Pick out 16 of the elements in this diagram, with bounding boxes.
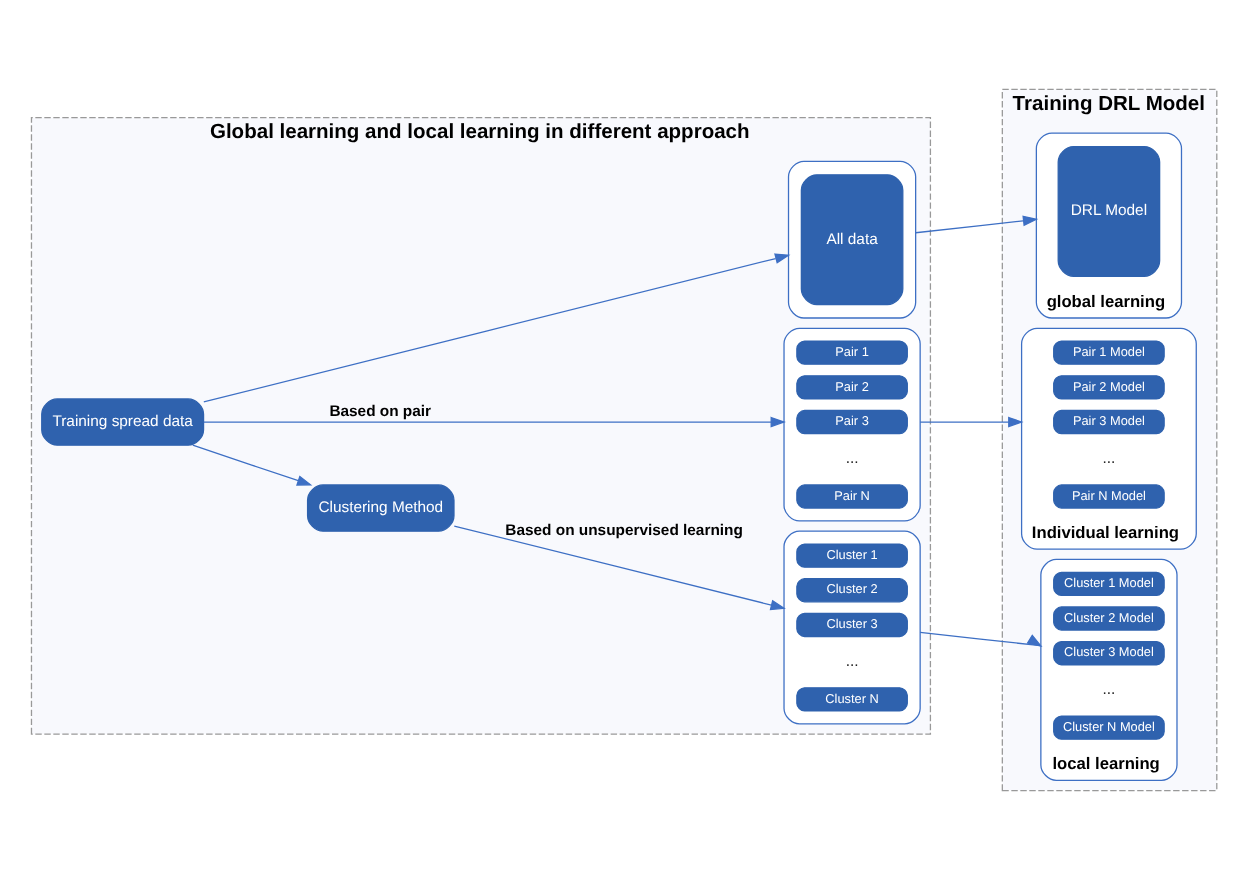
arrow: [203, 415, 786, 427]
cluster: [1040, 557, 1178, 780]
cluster: [783, 326, 921, 521]
cluster: [783, 529, 921, 724]
cluster: [1035, 131, 1183, 318]
node-label: Individual learning: [1031, 521, 1180, 542]
arrow: [192, 443, 313, 485]
arrow: [919, 415, 1024, 427]
arrow: [919, 630, 1043, 646]
arrow: [915, 214, 1039, 233]
node-label: local learning: [1052, 752, 1160, 773]
arrow: [453, 524, 786, 610]
cluster: [1020, 326, 1197, 549]
arrow: [203, 252, 791, 402]
cluster: [787, 159, 917, 318]
node-label: global learning: [1046, 289, 1166, 310]
